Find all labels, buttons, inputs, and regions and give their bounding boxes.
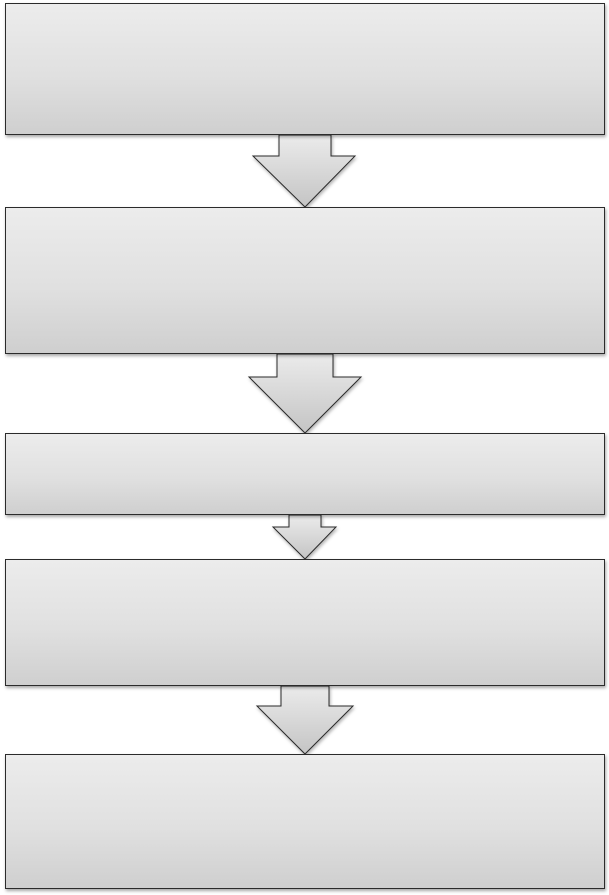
flow-step-2 [5,207,605,354]
down-arrow-3 [271,514,338,560]
flow-step-5 [5,754,605,889]
flow-step-4 [5,559,605,686]
down-arrow-1 [251,134,357,208]
down-arrow-2 [247,353,363,434]
flow-step-3 [5,433,605,515]
flow-step-1 [5,3,605,135]
down-arrow-4 [255,685,355,755]
